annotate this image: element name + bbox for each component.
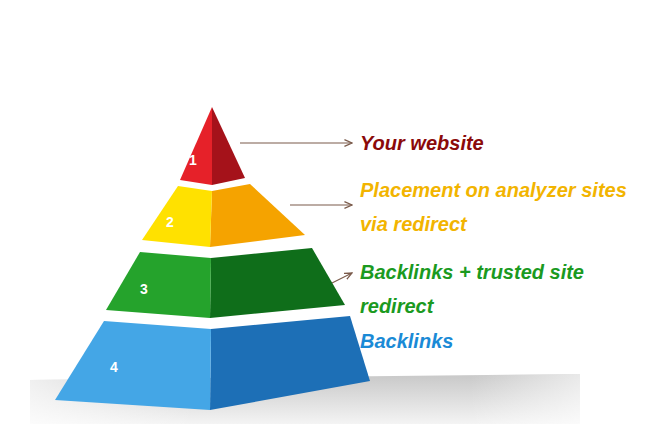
band-shape <box>180 107 245 185</box>
level-number: 3 <box>140 281 148 297</box>
band-shape <box>55 316 370 410</box>
band-side <box>212 107 245 185</box>
level-label: Backlinks <box>360 324 645 358</box>
band-front <box>142 186 212 247</box>
level-label: Backlinks + trusted site redirect <box>360 255 645 323</box>
pyramid-band: 3Backlinks + trusted site redirect <box>106 248 345 318</box>
leader-line <box>240 142 352 143</box>
band-side <box>210 248 345 318</box>
pyramid-band: 4Backlinks <box>55 316 370 410</box>
level-number: 4 <box>110 359 118 375</box>
band-side <box>210 184 305 247</box>
band-side <box>210 316 370 410</box>
level-label: Placement on analyzer sites via redirect <box>360 173 645 241</box>
pyramid-band: 1Your website <box>180 107 245 185</box>
level-number: 2 <box>166 214 174 230</box>
level-number: 1 <box>189 152 197 168</box>
leader-line <box>290 204 352 205</box>
band-front <box>55 321 211 410</box>
band-front <box>106 252 211 318</box>
level-label: Your website <box>360 126 640 160</box>
leader-line <box>330 273 352 284</box>
band-front <box>180 107 212 185</box>
pyramid-band: 2Placement on analyzer sites via redirec… <box>142 184 305 247</box>
